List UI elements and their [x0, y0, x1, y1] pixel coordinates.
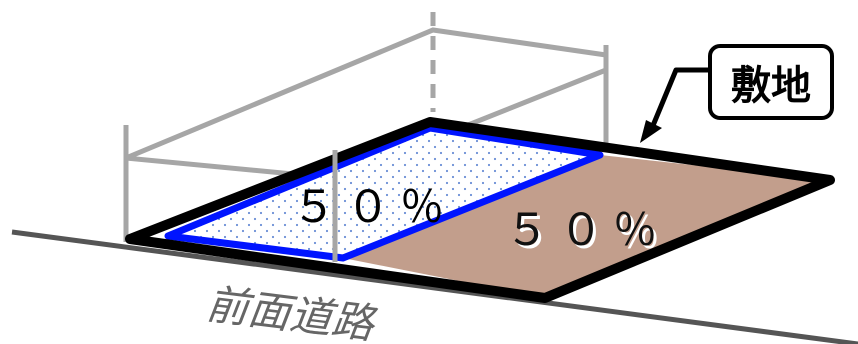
callout-arrow [640, 67, 708, 143]
front-road-line [11, 229, 858, 344]
building-footprint [164, 124, 604, 262]
open-area [343, 155, 830, 298]
open-area-label-shadow: ５０％ [508, 208, 670, 259]
front-road-label: 前面道路 [204, 279, 380, 344]
site-outline [125, 117, 835, 303]
site-label: 敷地 [731, 63, 811, 109]
open-area-label: ５０％ [505, 205, 667, 256]
building-coverage-label: ５０％ [292, 182, 454, 233]
site-callout: 敷地 [708, 44, 834, 120]
